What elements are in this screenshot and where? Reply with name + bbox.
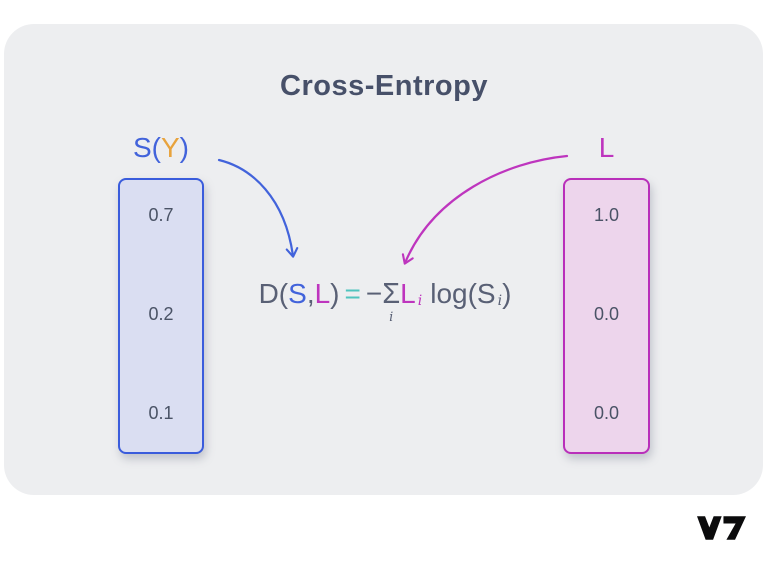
softmax-label-open: S( [132, 132, 161, 163]
label-value-1: 1.0 [593, 205, 620, 225]
formula-l-subscript: i [417, 293, 423, 309]
label-value-2: 0.0 [593, 304, 620, 324]
formula-s: S [288, 278, 307, 309]
formula-l: L [314, 278, 331, 309]
formula-close-paren: ) [330, 278, 340, 309]
sigma-symbol: Σ [382, 278, 401, 310]
formula-comma: , [306, 278, 315, 309]
softmax-label-close: ) [179, 132, 189, 163]
labels-column: 1.0 0.0 0.0 [563, 178, 650, 454]
softmax-value-2: 0.2 [148, 304, 174, 324]
formula-l-term: L [400, 278, 416, 309]
softmax-label: S(Y) [118, 132, 204, 164]
softmax-value-1: 0.7 [148, 205, 174, 225]
diagram-title: Cross-Entropy [280, 70, 488, 102]
formula-equals: = [344, 278, 361, 309]
v7-logo-icon [697, 516, 746, 540]
formula-d-open: D( [258, 278, 289, 309]
formula-log-close: ) [502, 278, 512, 309]
sigma-index: i [389, 310, 394, 325]
formula-log-open: log(S [430, 278, 496, 309]
softmax-value-3: 0.1 [148, 403, 174, 423]
formula-minus: − [365, 278, 383, 309]
labels-label: L [598, 132, 615, 163]
formula-s-subscript: i [497, 293, 503, 309]
softmax-label-var: Y [160, 132, 180, 163]
softmax-column: 0.7 0.2 0.1 [118, 178, 204, 454]
v7-logo [697, 516, 746, 540]
label-value-3: 0.0 [593, 403, 620, 423]
